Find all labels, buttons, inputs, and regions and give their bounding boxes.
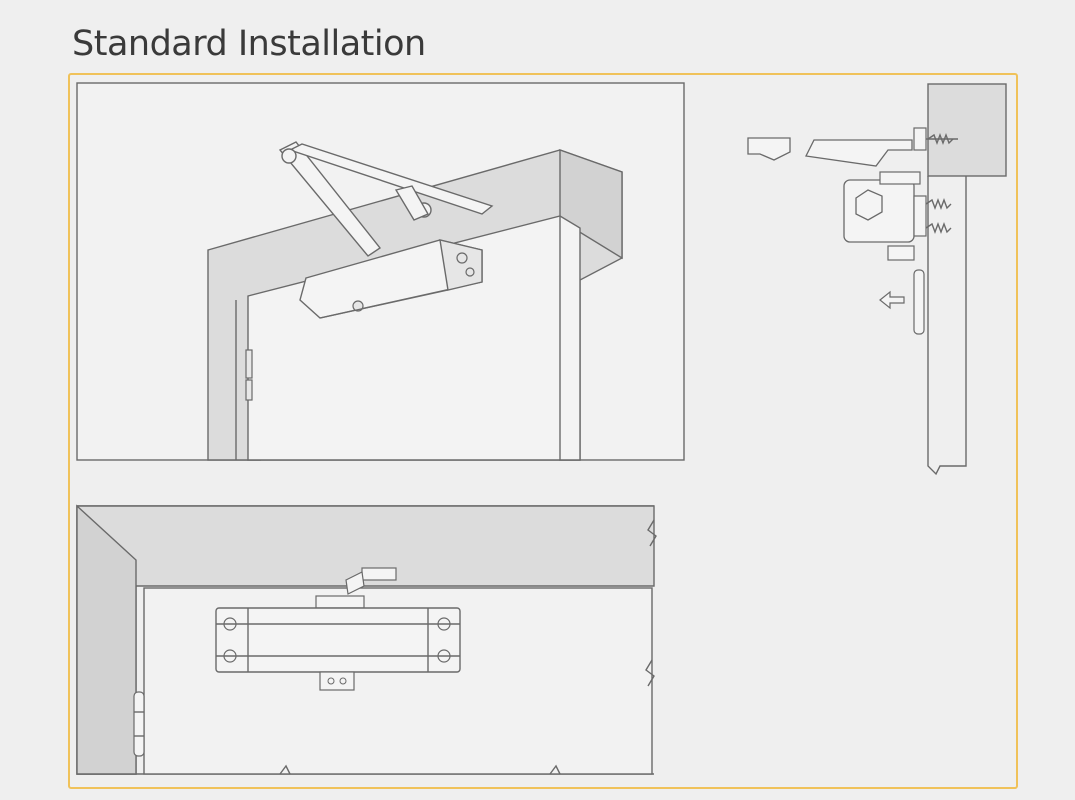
hinge-top — [245, 349, 253, 379]
installation-frame — [68, 73, 1018, 789]
hinge-pin-section — [913, 269, 925, 335]
arm-shoe — [747, 137, 791, 161]
pinion-hexagon — [855, 189, 883, 221]
hinge-bottom — [245, 379, 253, 401]
elevation-hinge — [133, 691, 145, 757]
door-frame-top-face — [559, 149, 623, 260]
frame-header-section — [927, 83, 1007, 177]
elevation-closer-body — [215, 607, 461, 673]
closer-main-arm — [278, 141, 382, 257]
arm-link — [805, 139, 913, 167]
closer-forearm — [288, 143, 494, 215]
direction-arrow — [879, 290, 905, 310]
page-title: Standard Installation — [72, 24, 426, 64]
